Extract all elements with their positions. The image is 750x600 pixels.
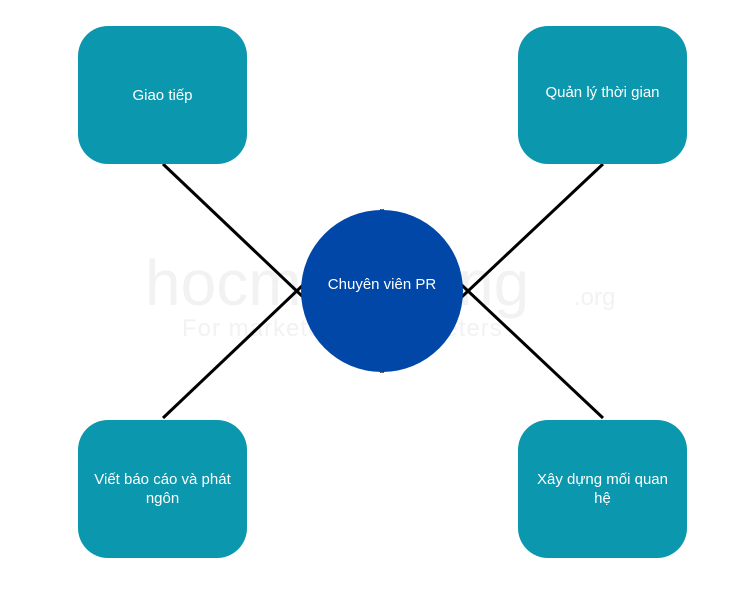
node-communication-label: Giao tiếp xyxy=(132,86,193,104)
node-writing-reports-label: Viết báo cáo và phát ngôn xyxy=(94,471,231,507)
node-communication: Giao tiếp xyxy=(78,26,247,164)
node-relationship-building-label: Xây dựng mối quan hệ xyxy=(537,471,668,507)
node-writing-reports: Viết báo cáo và phát ngôn xyxy=(78,420,247,558)
center-node-pr-specialist: Chuyên viên PR xyxy=(301,210,463,372)
node-time-management: Quản lý thời gian xyxy=(518,26,687,164)
center-node-label: Chuyên viên PR xyxy=(327,275,437,293)
node-time-management-label: Quản lý thời gian xyxy=(545,83,660,101)
node-relationship-building: Xây dựng mối quan hệ xyxy=(518,420,687,558)
